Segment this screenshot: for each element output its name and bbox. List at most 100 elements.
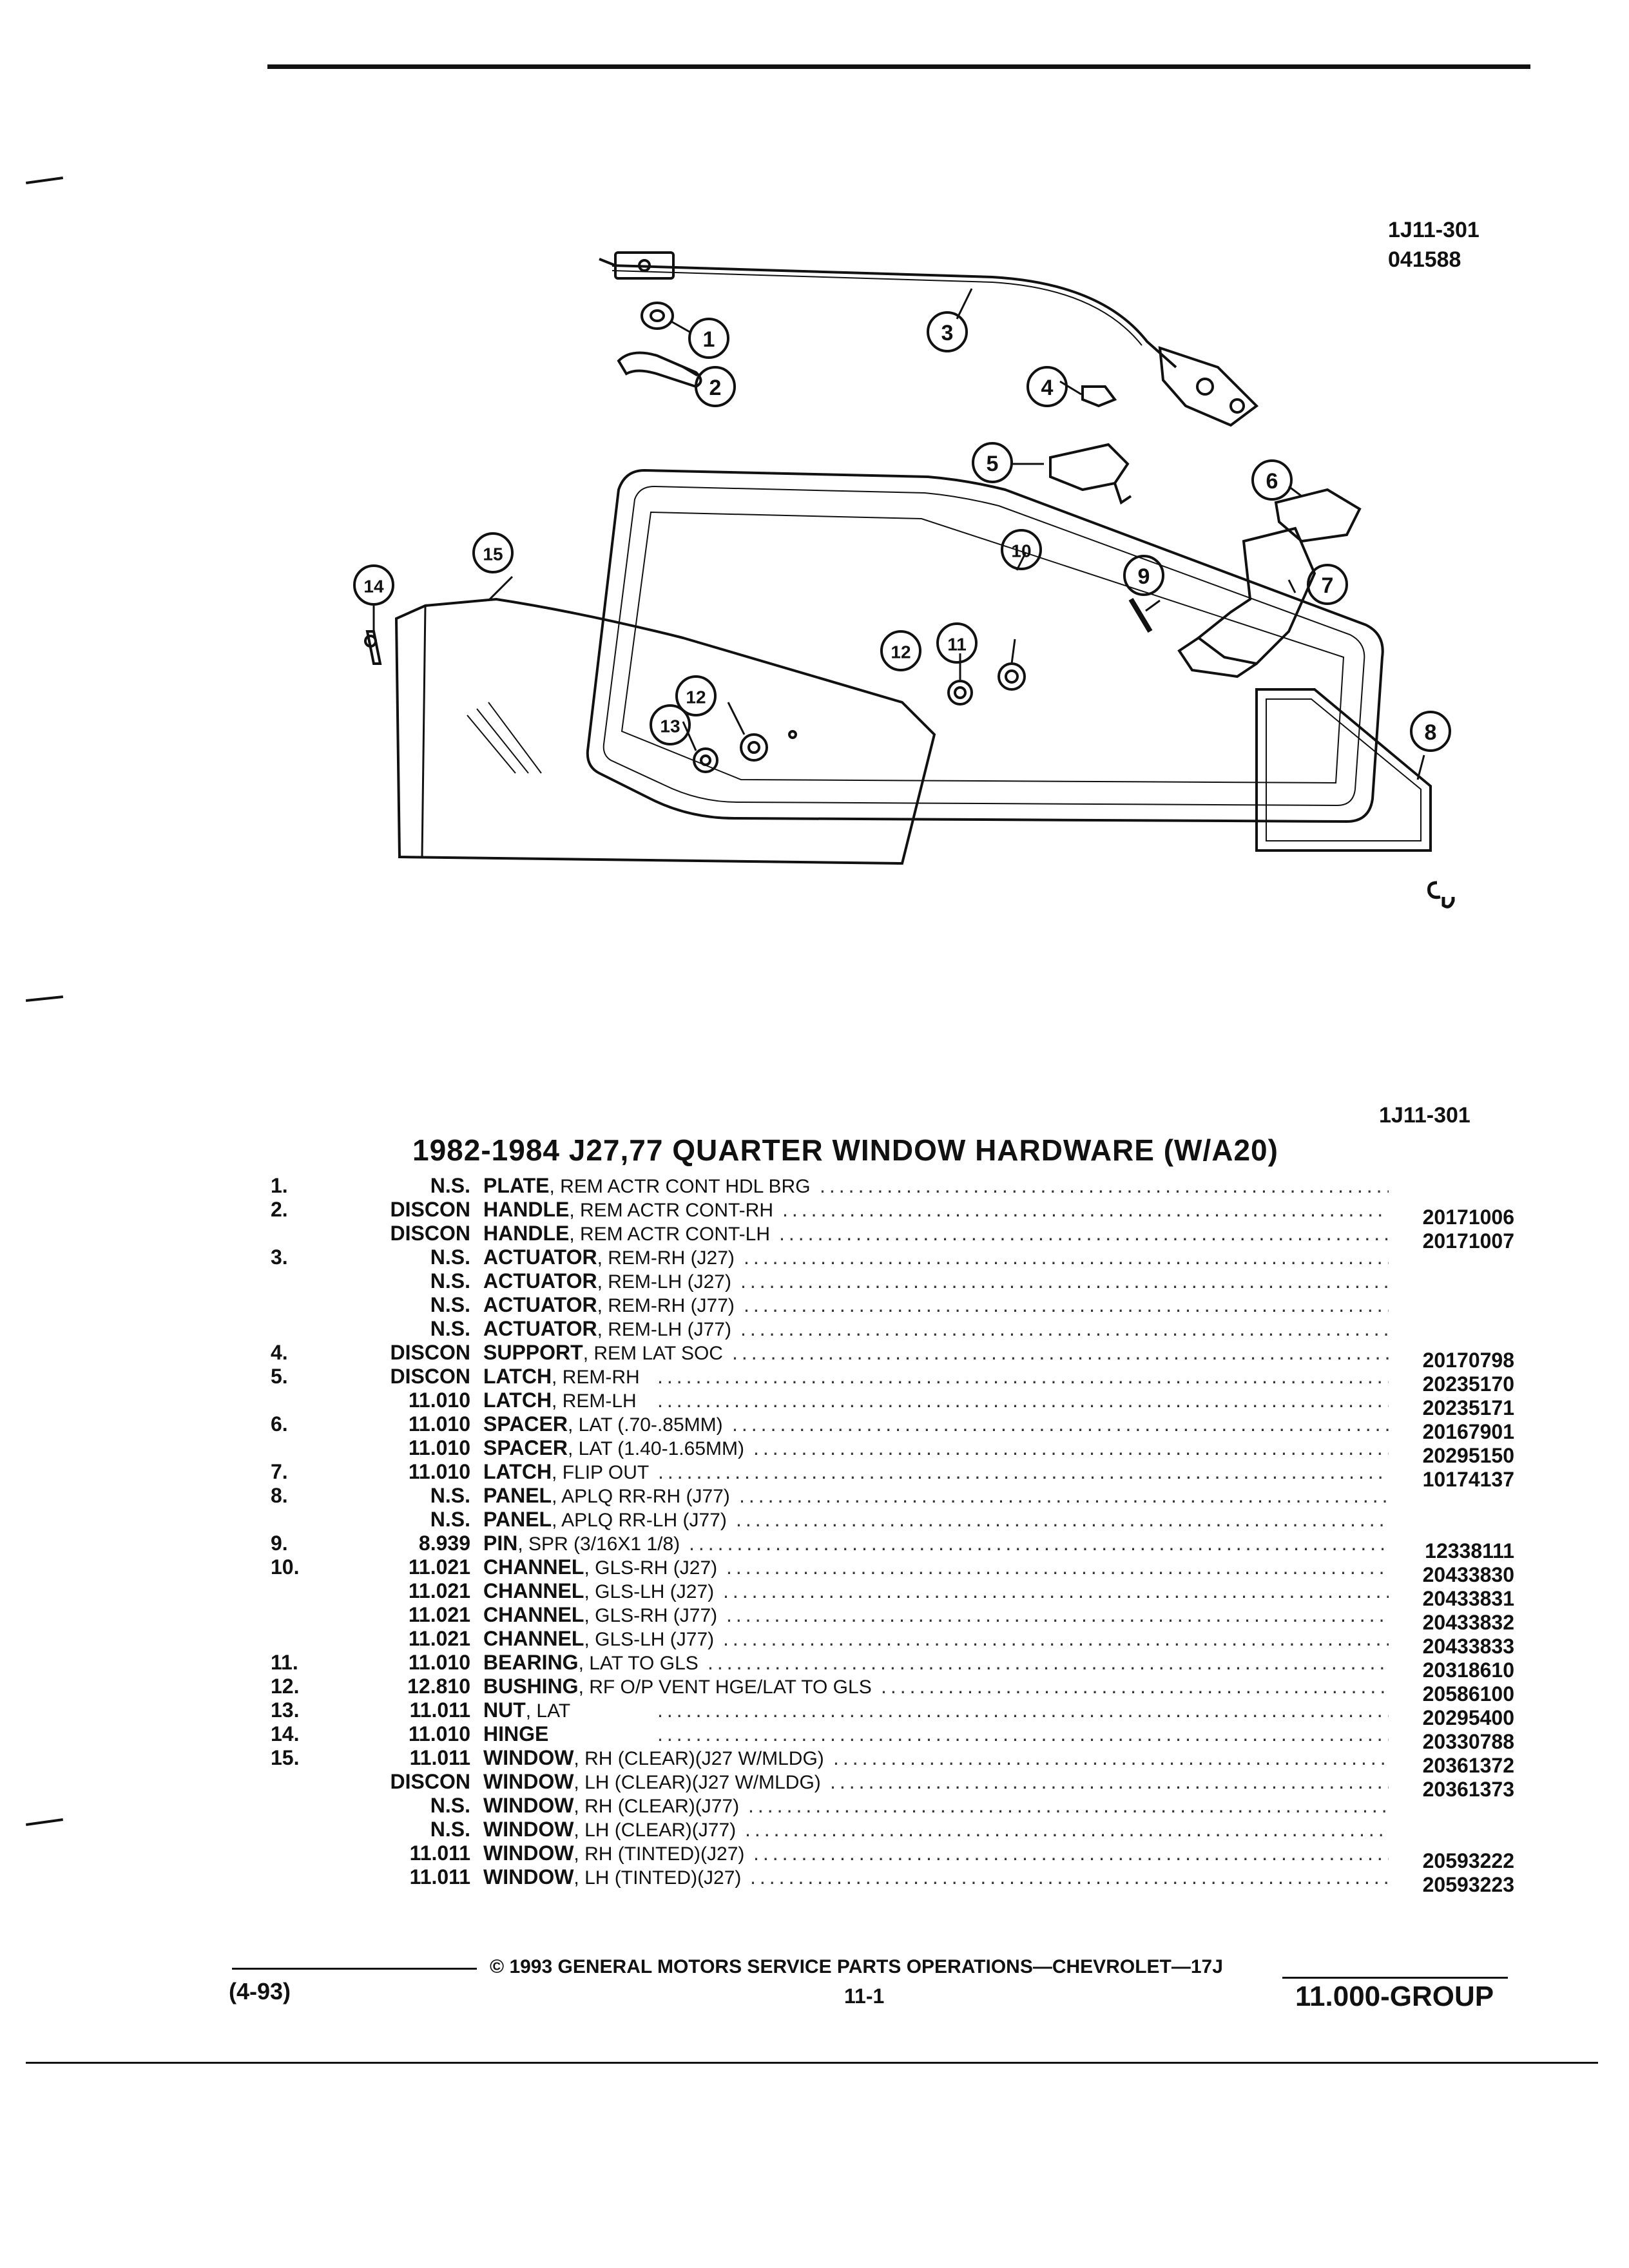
part-number: 20433831 (1422, 1587, 1514, 1610)
leader-dots: ........................................… (732, 1412, 1389, 1436)
callout-5: 5 (987, 452, 999, 476)
group-code: N.S. (430, 1269, 470, 1293)
callout-6: 6 (1266, 469, 1278, 494)
part-description: HINGE (483, 1722, 548, 1746)
part-detail: , REM ACTR CONT-RH (569, 1200, 773, 1221)
part-name: WINDOW (483, 1818, 574, 1841)
group-code: DISCON (390, 1222, 470, 1245)
leader-dots: ........................................… (723, 1579, 1389, 1602)
part-description: WINDOW, LH (TINTED)(J27) (483, 1865, 741, 1889)
leader-dots: ........................................… (753, 1436, 1389, 1459)
part-number: 20361372 (1422, 1754, 1514, 1777)
callout-7: 7 (1322, 573, 1334, 598)
part-12-bushing-lower (740, 733, 768, 762)
part-description: WINDOW, RH (TINTED)(J27) (483, 1841, 744, 1865)
callout-13: 13 (660, 716, 680, 736)
part-number: 20171006 (1422, 1206, 1514, 1229)
part-name: HANDLE (483, 1198, 570, 1221)
leader-dots: ........................................… (744, 1245, 1389, 1269)
part-2-handle (617, 351, 702, 389)
part-description: BEARING, LAT TO GLS (483, 1651, 699, 1675)
group-code: N.S. (430, 1245, 470, 1269)
leader-dots: ........................................… (726, 1555, 1389, 1579)
part-9-pin (1128, 597, 1153, 633)
group-code: DISCON (390, 1198, 470, 1221)
footer-date: (4-93) (229, 1978, 291, 2004)
leader-dots: ........................................… (732, 1341, 1389, 1364)
part-description: ACTUATOR, REM-LH (J77) (483, 1317, 731, 1341)
part-detail: , RH (CLEAR)(J77) (574, 1796, 740, 1817)
part-description: LATCH, FLIP OUT (483, 1460, 649, 1484)
part-name: LATCH (483, 1365, 552, 1388)
leader-dots: ........................................… (833, 1746, 1389, 1769)
latch-mechanism (1158, 346, 1259, 427)
part-number: 20593222 (1422, 1849, 1514, 1872)
part-number: 12338111 (1425, 1539, 1514, 1562)
part-row: N.S.ACTUATOR, REM-LH (J27)..............… (271, 1269, 1527, 1293)
catalog-code: 1J11-301 (1379, 1103, 1470, 1128)
part-detail: , LH (TINTED)(J27) (574, 1867, 742, 1888)
part-name: PANEL (483, 1508, 552, 1531)
leader-dots: ........................................… (820, 1174, 1389, 1197)
group-code: 11.010 (408, 1412, 470, 1436)
part-14-hinge (365, 630, 382, 665)
part-11-bearing (998, 662, 1026, 691)
part-row: N.S.WINDOW, LH (CLEAR)(J77).............… (271, 1818, 1527, 1841)
callout-2: 2 (709, 376, 722, 400)
part-row: N.S.ACTUATOR, REM-RH (J77)..............… (271, 1293, 1527, 1317)
part-1-plate (641, 302, 674, 330)
ref-number: 041588 (1388, 247, 1461, 272)
part-name: HANDLE (483, 1222, 570, 1245)
part-description: HANDLE, REM ACTR CONT-LH (483, 1222, 770, 1245)
part-detail: , GLS-LH (J27) (584, 1581, 715, 1602)
part-detail: , GLS-RH (J27) (584, 1557, 718, 1579)
part-name: PLATE (483, 1174, 550, 1197)
leader-dots: ........................................… (740, 1269, 1389, 1293)
part-description: LATCH, REM-LH (483, 1389, 637, 1412)
leader-dots: ........................................… (782, 1198, 1389, 1221)
group-code: 11.021 (408, 1627, 470, 1650)
part-detail: , REM-LH (552, 1390, 637, 1412)
part-6-spacer (1274, 488, 1362, 543)
part-detail: , LAT (1.40-1.65MM) (567, 1438, 744, 1459)
part-detail: , LH (CLEAR)(J27 W/MLDG) (574, 1772, 821, 1793)
part-row: 11.010 SPACER, LAT (1.40-1.65MM).........… (271, 1436, 1527, 1467)
callout-10: 10 (1011, 541, 1031, 561)
part-description: SPACER, LAT (1.40-1.65MM) (483, 1436, 744, 1460)
leader-dots: ........................................… (657, 1365, 1389, 1388)
part-detail: , REM-RH (552, 1367, 640, 1388)
part-number: 10174137 (1422, 1468, 1514, 1491)
part-description: CHANNEL, GLS-LH (J27) (483, 1579, 714, 1603)
group-code: 11.010 (408, 1436, 470, 1459)
leader-dots: ........................................… (830, 1770, 1389, 1793)
leader-dots: ........................................… (744, 1293, 1389, 1316)
actuator-cable (612, 264, 1177, 369)
leader-dots: ........................................… (753, 1841, 1389, 1865)
part-description: WINDOW, LH (CLEAR)(J27 W/MLDG) (483, 1770, 821, 1794)
group-code: 11.021 (408, 1603, 470, 1626)
part-number: 20295400 (1422, 1706, 1514, 1729)
leader-dots: ........................................… (779, 1222, 1389, 1245)
leader-dots: ........................................… (657, 1389, 1389, 1412)
item-number: 4. (271, 1341, 288, 1364)
group-code: N.S. (430, 1484, 470, 1507)
top-rule (267, 64, 1530, 69)
part-detail: , REM-LH (J27) (597, 1271, 731, 1293)
item-number: 6. (271, 1412, 288, 1436)
part-description: CHANNEL, GLS-RH (J27) (483, 1555, 717, 1579)
part-name: WINDOW (483, 1841, 574, 1865)
part-detail: , RH (CLEAR)(J27 W/MLDG) (574, 1748, 824, 1769)
footer-copyright: © 1993 GENERAL MOTORS SERVICE PARTS OPER… (490, 1956, 1223, 1977)
part-10-channel (586, 468, 1384, 823)
part-detail: , LH (CLEAR)(J77) (574, 1820, 737, 1841)
item-number: 11. (271, 1651, 298, 1674)
part-name: BEARING (483, 1651, 579, 1674)
part-detail: , APLQ RR-RH (J77) (552, 1486, 730, 1507)
part-description: BUSHING, RF O/P VENT HGE/LAT TO GLS (483, 1675, 872, 1698)
callout-14: 14 (363, 577, 384, 597)
